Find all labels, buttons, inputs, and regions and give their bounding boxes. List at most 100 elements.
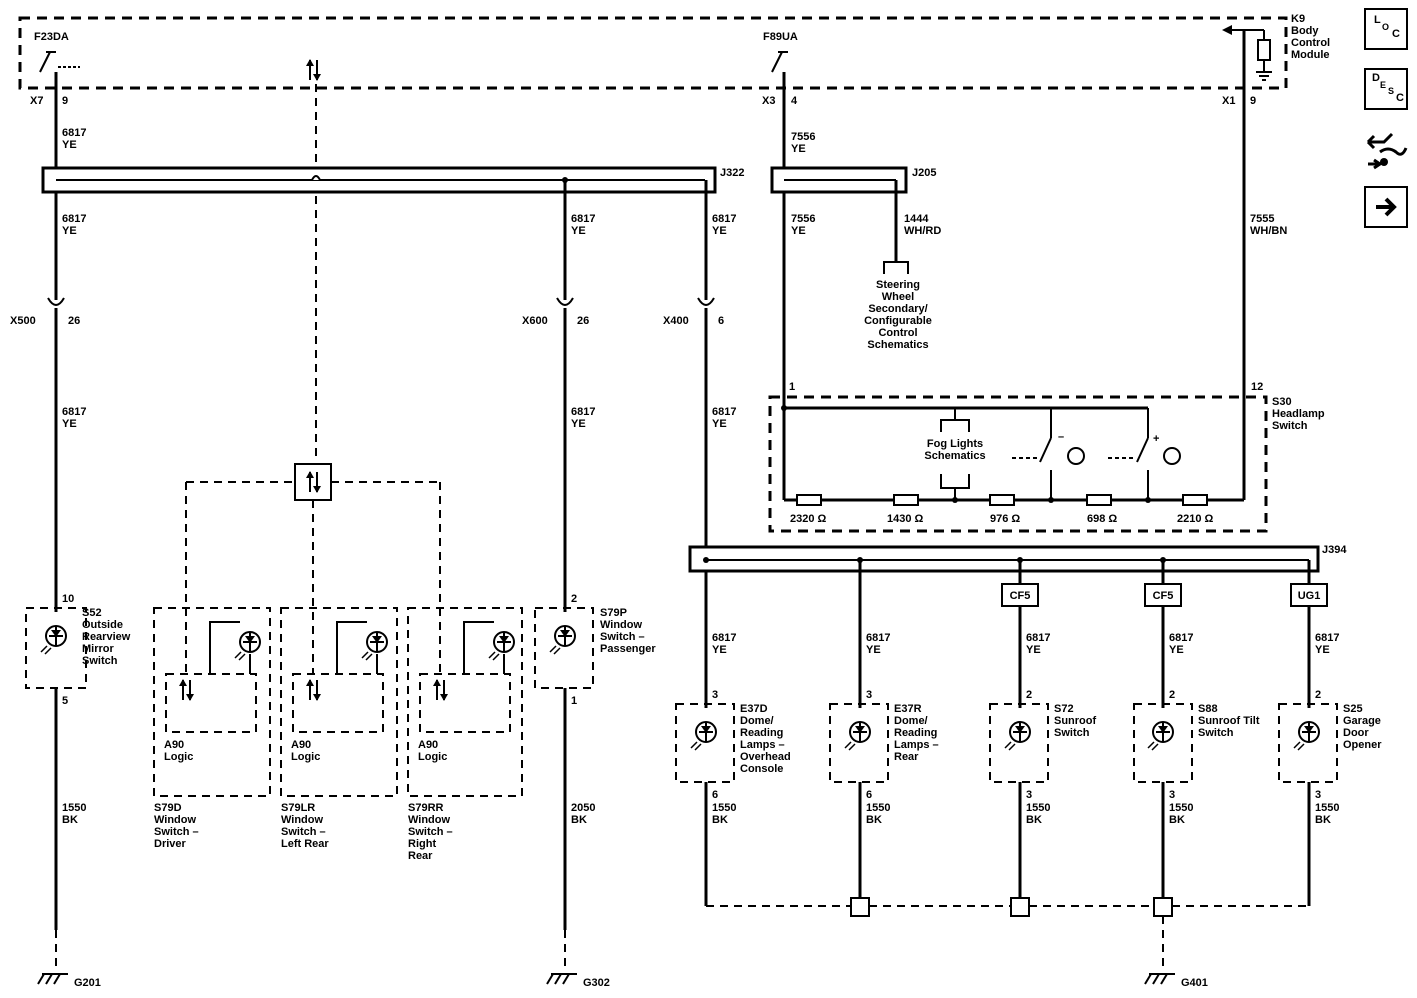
svg-text:Switch: Switch bbox=[1198, 727, 1234, 739]
svg-text:6817: 6817 bbox=[571, 406, 595, 418]
svg-text:E37R: E37R bbox=[894, 703, 922, 715]
svg-text:Sunroof: Sunroof bbox=[1054, 715, 1096, 727]
ground-g302-label: G302 bbox=[583, 977, 610, 989]
svg-text:–: – bbox=[1058, 431, 1064, 443]
svg-text:Switch –: Switch – bbox=[600, 631, 645, 643]
svg-text:6817: 6817 bbox=[712, 213, 736, 225]
s52-box bbox=[25, 607, 87, 689]
svg-text:BK: BK bbox=[1026, 814, 1042, 826]
svg-text:Body: Body bbox=[1291, 25, 1319, 37]
svg-text:7556: 7556 bbox=[791, 131, 815, 143]
connector-view-icon[interactable] bbox=[1362, 128, 1408, 172]
svg-text:1430 Ω: 1430 Ω bbox=[887, 513, 924, 525]
connector-x1: X1 bbox=[1222, 95, 1235, 107]
svg-text:YE: YE bbox=[712, 225, 727, 237]
svg-text:YE: YE bbox=[62, 225, 77, 237]
svg-text:Configurable: Configurable bbox=[864, 315, 932, 327]
svg-text:3: 3 bbox=[1169, 789, 1175, 801]
connector-x7: X7 bbox=[30, 95, 43, 107]
svg-text:Mirror: Mirror bbox=[82, 643, 115, 655]
svg-text:WH/BN: WH/BN bbox=[1250, 225, 1287, 237]
svg-text:1550: 1550 bbox=[1026, 802, 1050, 814]
svg-text:2320 Ω: 2320 Ω bbox=[790, 513, 827, 525]
svg-text:S25: S25 bbox=[1343, 703, 1363, 715]
svg-text:Control: Control bbox=[1291, 37, 1330, 49]
svg-text:S30: S30 bbox=[1272, 396, 1292, 408]
svg-text:CF5: CF5 bbox=[1153, 590, 1174, 602]
svg-text:CF5: CF5 bbox=[1010, 590, 1031, 602]
ground-g201-label: G201 bbox=[74, 977, 101, 989]
splice-j322-label: J322 bbox=[720, 167, 744, 179]
svg-text:1550: 1550 bbox=[1169, 802, 1193, 814]
fog-lights-reference: Fog Lights Schematics bbox=[924, 438, 985, 462]
s79lr-window-switch: A90 Logic S79LR Window Switch – Left Rea… bbox=[280, 607, 398, 850]
svg-text:6: 6 bbox=[718, 315, 724, 327]
svg-text:6817: 6817 bbox=[571, 213, 595, 225]
e37d-component: 3 6 E37D Dome/ Reading Lamps – Overhead … bbox=[675, 689, 791, 801]
description-button[interactable]: D E S C bbox=[1364, 68, 1408, 110]
svg-text:A90: A90 bbox=[164, 739, 184, 751]
ground-g302-icon bbox=[546, 973, 578, 985]
next-page-button[interactable] bbox=[1364, 186, 1408, 228]
svg-text:3: 3 bbox=[866, 689, 872, 701]
s52-label: S52 Outside Rearview Mirror Switch bbox=[82, 607, 131, 667]
svg-text:Window: Window bbox=[600, 619, 642, 631]
svg-text:Outside: Outside bbox=[82, 619, 123, 631]
svg-text:S88: S88 bbox=[1198, 703, 1218, 715]
svg-text:S79RR: S79RR bbox=[408, 802, 444, 814]
svg-text:A90: A90 bbox=[291, 739, 311, 751]
svg-text:BK: BK bbox=[712, 814, 728, 826]
svg-text:Window: Window bbox=[154, 814, 196, 826]
svg-text:6: 6 bbox=[866, 789, 872, 801]
svg-text:2: 2 bbox=[1315, 689, 1321, 701]
svg-text:6817: 6817 bbox=[62, 406, 86, 418]
svg-text:1550: 1550 bbox=[1315, 802, 1339, 814]
svg-text:+: + bbox=[1153, 433, 1159, 445]
svg-text:BK: BK bbox=[866, 814, 882, 826]
svg-text:6817: 6817 bbox=[712, 406, 736, 418]
svg-text:Reading: Reading bbox=[740, 727, 783, 739]
svg-text:6817: 6817 bbox=[1026, 632, 1050, 644]
svg-text:5: 5 bbox=[62, 695, 68, 707]
s79rr-window-switch: A90 Logic S79RR Window Switch – Right Re… bbox=[407, 607, 523, 862]
svg-text:Lamps –: Lamps – bbox=[894, 739, 939, 751]
svg-text:YE: YE bbox=[1026, 644, 1041, 656]
next-page-arrow-icon bbox=[1376, 197, 1397, 217]
svg-text:Garage: Garage bbox=[1343, 715, 1381, 727]
k9-internal-ground bbox=[1222, 25, 1272, 81]
svg-text:Schematics: Schematics bbox=[924, 450, 985, 462]
svg-text:X600: X600 bbox=[522, 315, 548, 327]
svg-text:3: 3 bbox=[1315, 789, 1321, 801]
svg-text:UG1: UG1 bbox=[1298, 590, 1321, 602]
svg-text:976 Ω: 976 Ω bbox=[990, 513, 1020, 525]
serial-data-icon bbox=[305, 58, 322, 82]
svg-text:6: 6 bbox=[712, 789, 718, 801]
serial-data-splice bbox=[294, 463, 332, 501]
svg-text:Headlamp: Headlamp bbox=[1272, 408, 1325, 420]
svg-text:Rear: Rear bbox=[408, 850, 433, 862]
pin-9b: 9 bbox=[1250, 95, 1256, 107]
svg-text:Rear: Rear bbox=[894, 751, 919, 763]
svg-text:26: 26 bbox=[68, 315, 80, 327]
svg-text:Switch –: Switch – bbox=[281, 826, 326, 838]
svg-text:Driver: Driver bbox=[154, 838, 187, 850]
svg-text:S79P: S79P bbox=[600, 607, 627, 619]
svg-text:1550: 1550 bbox=[62, 802, 86, 814]
svg-text:YE: YE bbox=[62, 418, 77, 430]
s79d-window-switch: A90 Logic S79D Window Switch – Driver bbox=[153, 607, 271, 850]
svg-text:S79D: S79D bbox=[154, 802, 182, 814]
steering-wheel-reference: Steering Wheel Secondary/ Configurable C… bbox=[864, 279, 932, 351]
svg-text:Switch –: Switch – bbox=[154, 826, 199, 838]
connector-x3: X3 bbox=[762, 95, 775, 107]
svg-text:X500: X500 bbox=[10, 315, 36, 327]
svg-text:S79LR: S79LR bbox=[281, 802, 315, 814]
svg-text:BK: BK bbox=[1169, 814, 1185, 826]
location-button[interactable]: L O C bbox=[1364, 8, 1408, 50]
svg-text:YE: YE bbox=[712, 644, 727, 656]
svg-text:Control: Control bbox=[878, 327, 917, 339]
svg-text:Reading: Reading bbox=[894, 727, 937, 739]
svg-text:6817: 6817 bbox=[1315, 632, 1339, 644]
splice-j394-label: J394 bbox=[1322, 544, 1347, 556]
splice-j205-label: J205 bbox=[912, 167, 936, 179]
